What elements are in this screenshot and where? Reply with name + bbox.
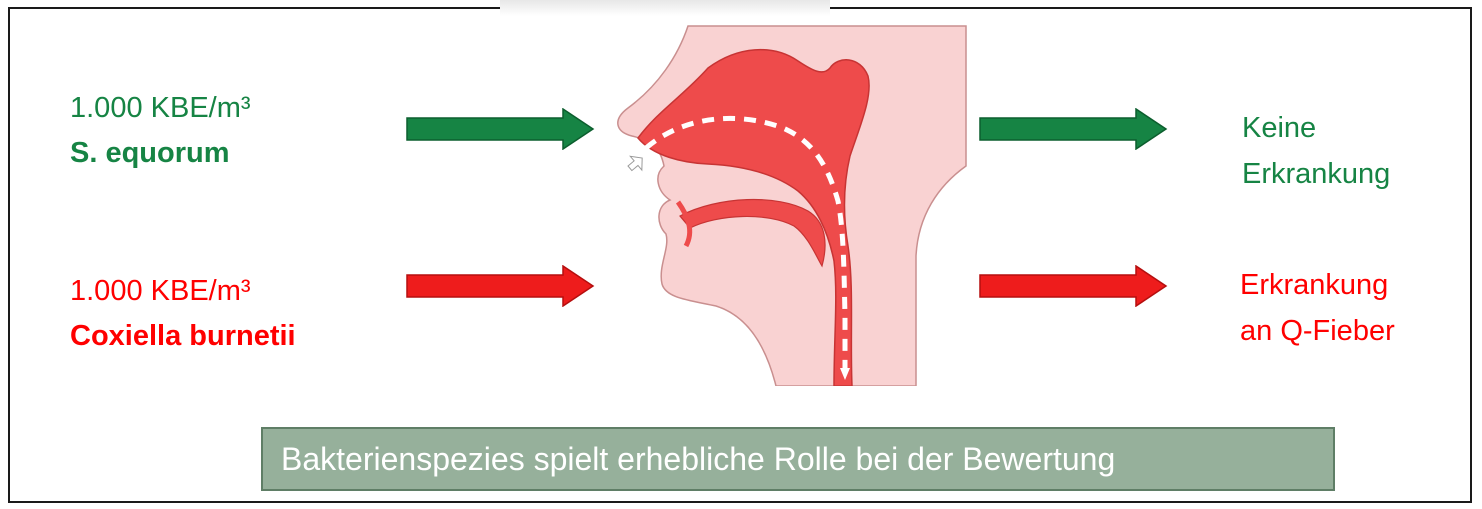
green-arrow-icon: [978, 108, 1168, 150]
conclusion-banner: Bakterienspezies spielt erhebliche Rolle…: [261, 427, 1335, 491]
top-outcome-line1: Keine: [1242, 110, 1316, 146]
airway-anatomy-illustration: [598, 16, 978, 386]
bottom-outcome-line1: Erkrankung: [1240, 267, 1388, 303]
bottom-species-label: Coxiella burnetii: [70, 318, 296, 354]
top-shadow: [500, 0, 830, 16]
top-outcome-line2: Erkrankung: [1242, 156, 1390, 192]
banner-text: Bakterienspezies spielt erhebliche Rolle…: [281, 441, 1115, 478]
bottom-outcome-line2: an Q-Fieber: [1240, 313, 1395, 349]
bottom-concentration-label: 1.000 KBE/m³: [70, 273, 251, 309]
top-species-label: S. equorum: [70, 135, 230, 171]
red-arrow-icon: [405, 265, 595, 307]
top-concentration-label: 1.000 KBE/m³: [70, 90, 251, 126]
green-arrow-icon: [405, 108, 595, 150]
red-arrow-icon: [978, 265, 1168, 307]
